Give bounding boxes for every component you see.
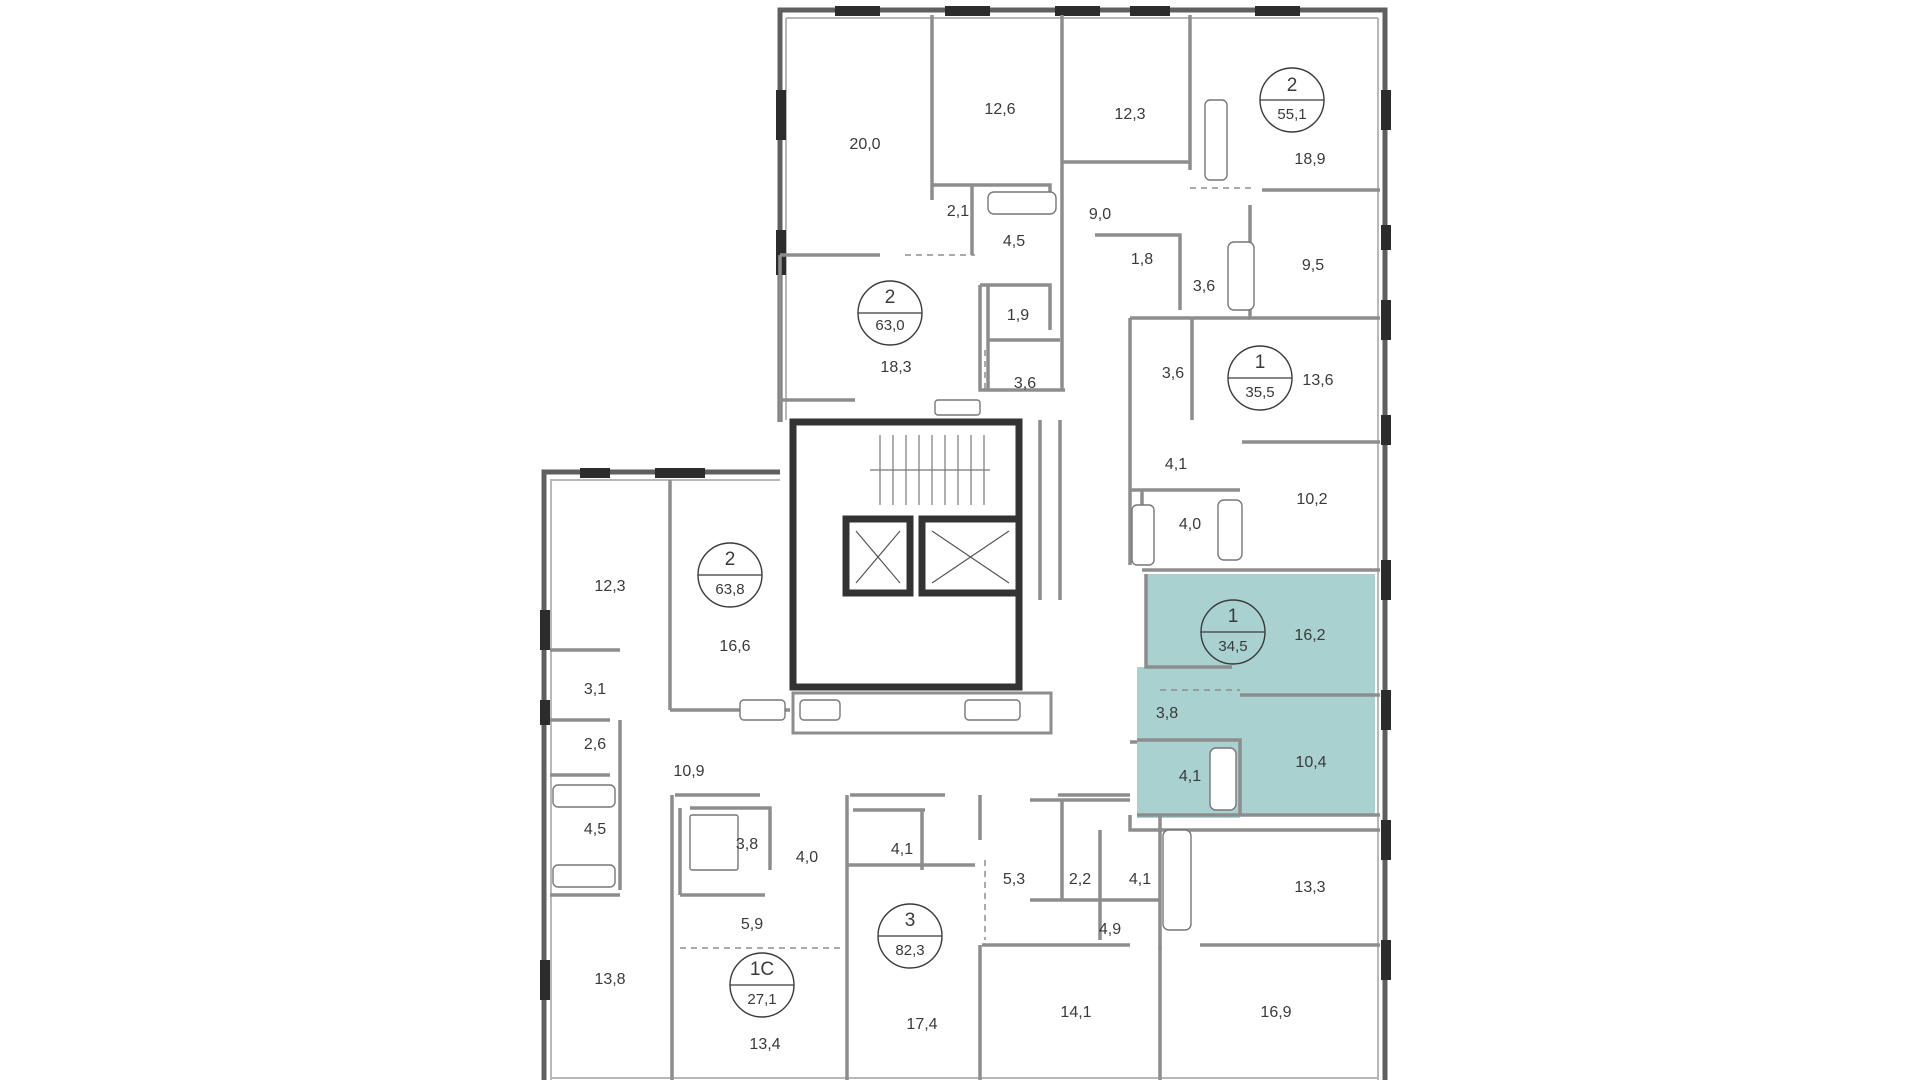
room-area: 2,1 [947, 203, 969, 220]
room-area: 3,6 [1162, 365, 1184, 382]
apartment-badge[interactable]: 1С 27,1 [729, 952, 795, 1018]
room-area: 4,1 [1179, 768, 1201, 785]
room-area: 5,9 [741, 916, 763, 933]
interior-walls [550, 15, 1380, 1080]
room-area: 4,9 [1099, 921, 1121, 938]
apartment-badge[interactable]: 2 55,1 [1259, 67, 1325, 133]
room-area: 16,2 [1294, 627, 1325, 644]
room-area: 12,3 [594, 578, 625, 595]
apartment-badge[interactable]: 3 82,3 [877, 903, 943, 969]
room-area: 4,1 [891, 841, 913, 858]
room-area: 4,0 [796, 849, 818, 866]
room-area: 1,9 [1007, 307, 1029, 324]
building-core [789, 418, 1053, 735]
room-area: 13,8 [594, 971, 625, 988]
room-area: 10,4 [1295, 754, 1326, 771]
room-area: 3,6 [1014, 375, 1036, 392]
room-area: 18,3 [880, 359, 911, 376]
apartment-area: 55,1 [1277, 106, 1306, 123]
apartment-badge[interactable]: 2 63,8 [697, 542, 763, 608]
room-area: 5,3 [1003, 871, 1025, 888]
apartment-area: 27,1 [747, 991, 776, 1008]
room-area: 14,1 [1060, 1004, 1091, 1021]
room-area: 4,0 [1179, 516, 1201, 533]
zone-separators [669, 187, 1255, 949]
apartment-rooms: 2 [725, 549, 736, 570]
apartment-rooms: 2 [885, 287, 896, 308]
apartment-area: 34,5 [1218, 638, 1247, 655]
apartment-badge[interactable]: 2 63,0 [857, 280, 923, 346]
room-area: 10,9 [673, 763, 704, 780]
room-area: 4,1 [1129, 871, 1151, 888]
apartment-rooms: 3 [905, 910, 916, 931]
apartment-rooms: 1 [1255, 352, 1266, 373]
bathroom-fixtures [552, 99, 1255, 931]
room-area: 16,6 [719, 638, 750, 655]
apartment-area: 82,3 [895, 942, 924, 959]
room-area: 4,5 [584, 821, 606, 838]
apartment-badges: 2 55,1 2 63,0 1 35,5 2 63,8 1 34,5 [697, 67, 1325, 1018]
apartment-badge[interactable]: 1 35,5 [1227, 345, 1293, 411]
room-area: 2,6 [584, 736, 606, 753]
wall-piers [540, 6, 1391, 1000]
room-area: 20,0 [849, 136, 880, 153]
apartment-area: 63,0 [875, 317, 904, 334]
room-area: 13,4 [749, 1036, 780, 1053]
room-area: 10,2 [1296, 491, 1327, 508]
room-area: 18,9 [1294, 151, 1325, 168]
apartment-rooms: 1С [750, 959, 774, 980]
room-area: 3,1 [584, 681, 606, 698]
apartment-area: 63,8 [715, 581, 744, 598]
room-area: 16,9 [1260, 1004, 1291, 1021]
apartment-rooms: 2 [1287, 75, 1298, 96]
apartment-rooms: 1 [1228, 606, 1239, 627]
room-area: 4,1 [1165, 456, 1187, 473]
room-area: 2,2 [1069, 871, 1091, 888]
room-labels: 20,0 12,6 12,3 18,9 2,1 4,5 9,0 1,8 3,6 … [584, 101, 1334, 1053]
room-area: 9,0 [1089, 206, 1111, 223]
room-area: 1,8 [1131, 251, 1153, 268]
room-area: 3,6 [1193, 278, 1215, 295]
room-area: 12,6 [984, 101, 1015, 118]
apartment-badge[interactable]: 1 34,5 [1200, 599, 1266, 665]
room-area: 3,8 [1156, 705, 1178, 722]
room-area: 13,6 [1302, 372, 1333, 389]
room-area: 13,3 [1294, 879, 1325, 896]
room-area: 4,5 [1003, 233, 1025, 250]
room-area: 3,8 [736, 836, 758, 853]
room-area: 12,3 [1114, 106, 1145, 123]
room-area: 9,5 [1302, 257, 1324, 274]
apartment-area: 35,5 [1245, 384, 1274, 401]
room-area: 17,4 [906, 1016, 937, 1033]
